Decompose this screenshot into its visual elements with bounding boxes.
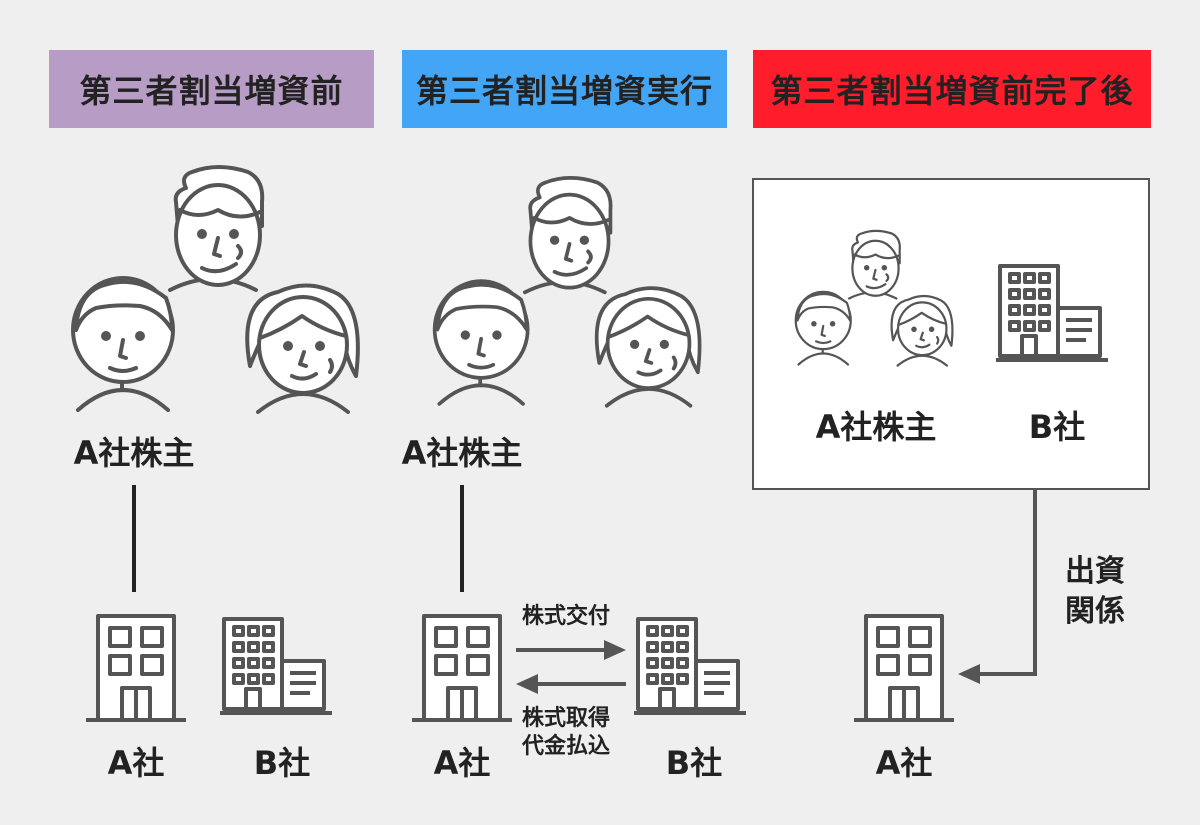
building-a-icon (410, 614, 514, 722)
header-execution: 第三者割当増資実行 (402, 50, 727, 128)
label-company-b-before: B社 (253, 744, 311, 782)
label-acquisition-line2: 代金払込 (521, 734, 611, 759)
label-shareholders-before: A社株主 (73, 434, 195, 472)
label-company-b-after: B社 (1028, 408, 1086, 446)
label-shareholders-after: A社株主 (815, 408, 937, 446)
building-a-icon (852, 614, 956, 722)
building-b-icon (994, 264, 1110, 362)
building-a-icon (84, 614, 188, 722)
label-share-delivery: 株式交付 (521, 604, 611, 629)
label-company-a-execution: A社 (433, 744, 491, 782)
label-shareholders-execution: A社株主 (401, 434, 523, 472)
shareholders-group-icon (71, 165, 360, 414)
label-capital-line1: 出資 (1065, 554, 1125, 589)
shareholders-group-icon (794, 229, 954, 367)
header-before: 第三者割当増資前 (49, 50, 374, 128)
label-company-a-before: A社 (107, 744, 165, 782)
building-b-icon (218, 617, 334, 715)
shareholders-group-icon (432, 176, 702, 408)
payment-arrow (516, 674, 626, 694)
label-acquisition-line1: 株式取得 (521, 706, 611, 731)
capital-relation-arrow (958, 490, 1037, 684)
building-b-icon (632, 617, 748, 715)
header-after: 第三者割当増資前完了後 (753, 50, 1151, 128)
share-delivery-arrow (516, 640, 626, 660)
label-company-b-execution: B社 (665, 744, 723, 782)
label-company-a-after: A社 (875, 744, 933, 782)
label-capital-line2: 関係 (1065, 594, 1125, 629)
